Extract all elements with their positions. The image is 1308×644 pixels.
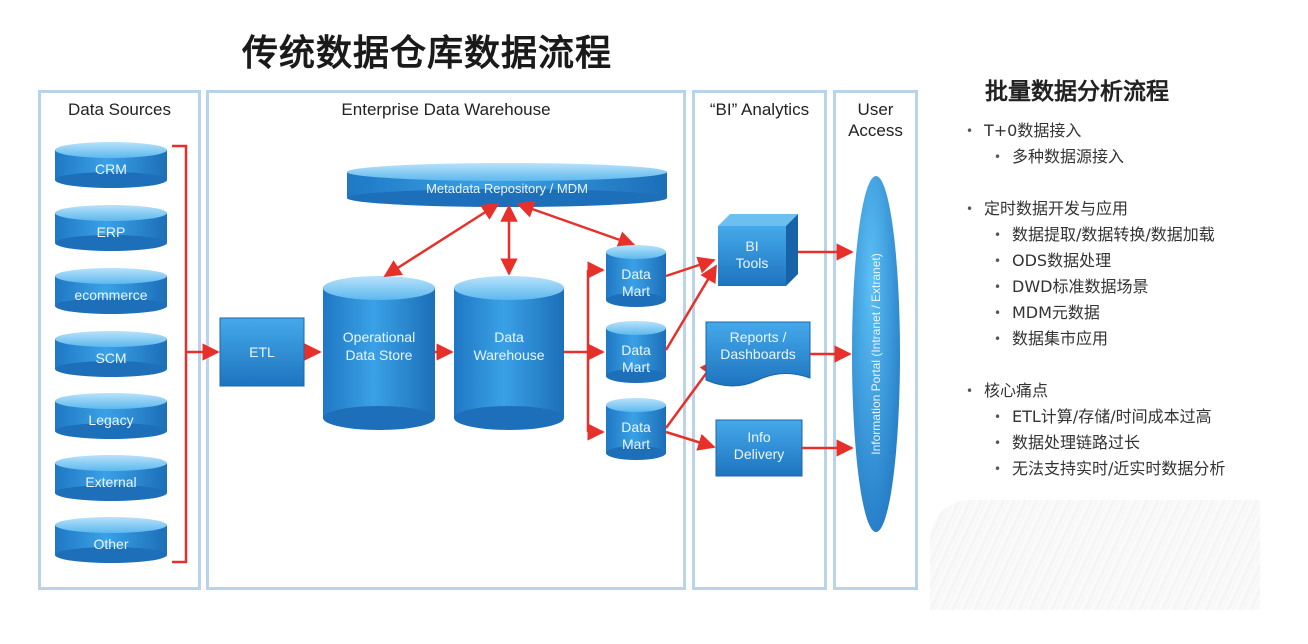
decorative-texture xyxy=(930,500,1260,610)
bi-tools-line1: BI xyxy=(745,238,758,254)
outline-item: ODS数据处理 xyxy=(960,248,1250,274)
outline-spacer xyxy=(960,352,1250,378)
side-title: 批量数据分析流程 xyxy=(985,79,1169,105)
dw-label-line1: Data xyxy=(494,329,524,345)
sources-bracket xyxy=(172,144,188,564)
source-erp: ERP xyxy=(55,205,167,251)
outline-spacer xyxy=(960,170,1250,196)
reports-line2: Dashboards xyxy=(720,346,796,362)
info-delivery-line1: Info xyxy=(747,429,771,445)
outline-section: T+0数据接入 xyxy=(960,118,1250,144)
info-delivery-box: Info Delivery xyxy=(715,419,803,477)
data-mart-1-line1: Data xyxy=(621,266,651,282)
outline-item: ETL计算/存储/时间成本过高 xyxy=(960,404,1250,430)
portal-label: Information Portal (Intranet / Extranet) xyxy=(869,253,883,454)
data-mart-3-line2: Mart xyxy=(622,436,650,452)
panel-enterprise-dw-title: Enterprise Data Warehouse xyxy=(341,100,551,119)
metadata-repository: Metadata Repository / MDM xyxy=(347,163,667,207)
source-crm: CRM xyxy=(55,142,167,188)
source-external: External xyxy=(55,455,167,501)
etl-label: ETL xyxy=(249,344,275,360)
data-mart-3-line1: Data xyxy=(621,419,651,435)
data-mart-1-line2: Mart xyxy=(622,283,650,299)
dw-to-marts-trunk xyxy=(564,270,590,432)
data-mart-1: Data Mart xyxy=(606,245,666,307)
data-mart-3: Data Mart xyxy=(606,398,666,460)
information-portal: Information Portal (Intranet / Extranet) xyxy=(852,176,900,532)
data-warehouse: Data Warehouse xyxy=(454,276,564,430)
source-other: Other xyxy=(55,517,167,563)
outline-item: 数据集市应用 xyxy=(960,326,1250,352)
source-legacy: Legacy xyxy=(55,393,167,439)
data-mart-2: Data Mart xyxy=(606,321,666,383)
operational-data-store: Operational Data Store xyxy=(323,276,435,430)
data-mart-2-line1: Data xyxy=(621,342,651,358)
source-external-label: External xyxy=(85,474,136,490)
outline-item: MDM元数据 xyxy=(960,300,1250,326)
flow-diagram: CRM ERP ecommerce SCM Legacy External Ot… xyxy=(55,142,900,564)
source-scm: SCM xyxy=(55,331,167,377)
outline-item: 无法支持实时/近实时数据分析 xyxy=(960,456,1250,482)
panel-data-sources-title: Data Sources xyxy=(68,100,171,119)
arrow-metadata-mart xyxy=(516,200,636,249)
source-erp-label: ERP xyxy=(97,224,126,240)
source-scm-label: SCM xyxy=(95,350,126,366)
outline-item: 多种数据源接入 xyxy=(960,144,1250,170)
dw-label-line2: Warehouse xyxy=(473,347,544,363)
arrow-mart2-bi-tools xyxy=(664,264,718,351)
outline-item: DWD标准数据场景 xyxy=(960,274,1250,300)
arrow-metadata-ods xyxy=(383,202,500,278)
etl-box: ETL xyxy=(219,317,305,387)
ods-label-line2: Data Store xyxy=(346,347,413,363)
panel-bi-analytics-title: “BI” Analytics xyxy=(709,100,810,119)
page-title: 传统数据仓库数据流程 xyxy=(242,33,613,74)
bi-tools-box: BI Tools xyxy=(718,214,798,286)
outline-section: 定时数据开发与应用 xyxy=(960,196,1250,222)
bi-tools-line2: Tools xyxy=(736,255,769,271)
arrow-mart3-info xyxy=(665,430,716,451)
side-outline: T+0数据接入多种数据源接入定时数据开发与应用数据提取/数据转换/数据加载ODS… xyxy=(960,118,1250,482)
reports-dashboards: Reports / Dashboards xyxy=(705,321,811,387)
source-crm-label: CRM xyxy=(95,161,127,177)
outline-section: 核心痛点 xyxy=(960,378,1250,404)
panel-user-access-title: User Access xyxy=(848,100,903,140)
source-ecommerce-label: ecommerce xyxy=(74,287,147,303)
outline-item: 数据处理链路过长 xyxy=(960,430,1250,456)
ods-label-line1: Operational xyxy=(343,329,415,345)
data-mart-2-line2: Mart xyxy=(622,359,650,375)
reports-line1: Reports / xyxy=(730,329,787,345)
source-legacy-label: Legacy xyxy=(88,412,133,428)
source-other-label: Other xyxy=(93,536,128,552)
source-ecommerce: ecommerce xyxy=(55,268,167,314)
arrow-mart1-bi-tools xyxy=(665,256,716,278)
outline-item: 数据提取/数据转换/数据加载 xyxy=(960,222,1250,248)
info-delivery-line2: Delivery xyxy=(734,446,785,462)
metadata-label: Metadata Repository / MDM xyxy=(426,181,588,196)
